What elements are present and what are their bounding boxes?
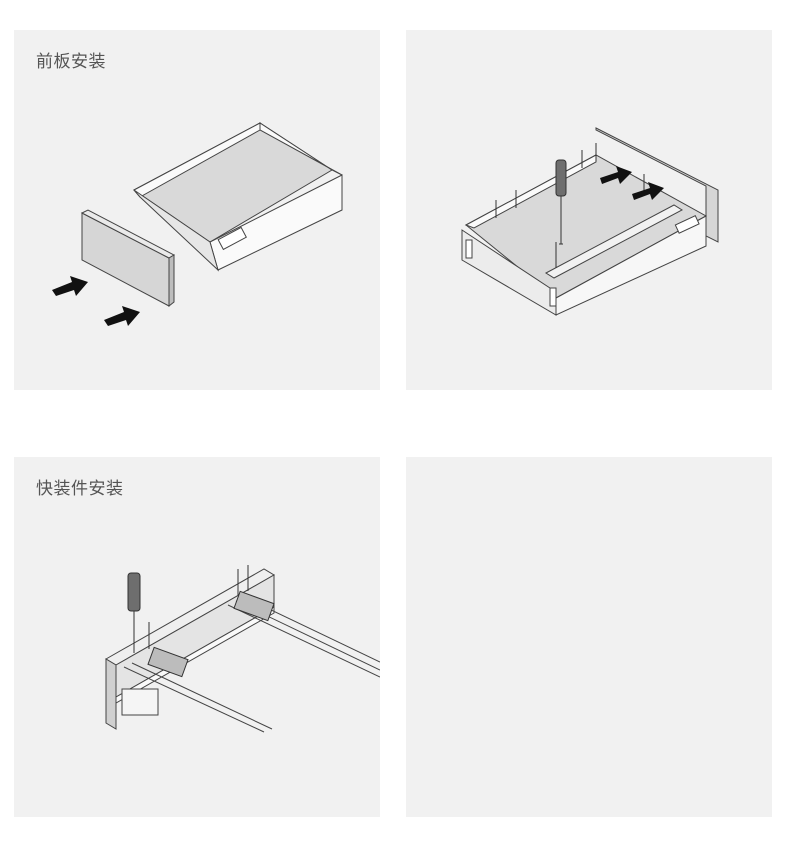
drawer-rails [123, 596, 380, 733]
drawer-box [461, 154, 708, 316]
screwdriver-icon [555, 159, 567, 245]
arrow-right-icon [52, 276, 140, 326]
quick-fit-install-illustration [105, 565, 380, 733]
panel-empty [406, 457, 772, 817]
screw-fixing-illustration [461, 127, 719, 316]
panel-front-panel-install: 前板安装 [14, 30, 380, 390]
screwdriver-icon [127, 572, 141, 653]
panel-quick-fit-install: 快装件安装 [14, 457, 380, 817]
front-panel [80, 209, 176, 308]
arrow-right-icon [600, 166, 664, 200]
screw-icon [495, 143, 645, 268]
drawer-box [133, 122, 343, 272]
panel-screw-fixing [406, 30, 772, 390]
quick-fit-bracket [147, 590, 275, 678]
panel-title: 前板安装 [36, 52, 106, 72]
screw-icon [148, 565, 249, 649]
panel-title: 快装件安装 [36, 479, 124, 499]
front-panel-install-illustration [52, 122, 343, 326]
